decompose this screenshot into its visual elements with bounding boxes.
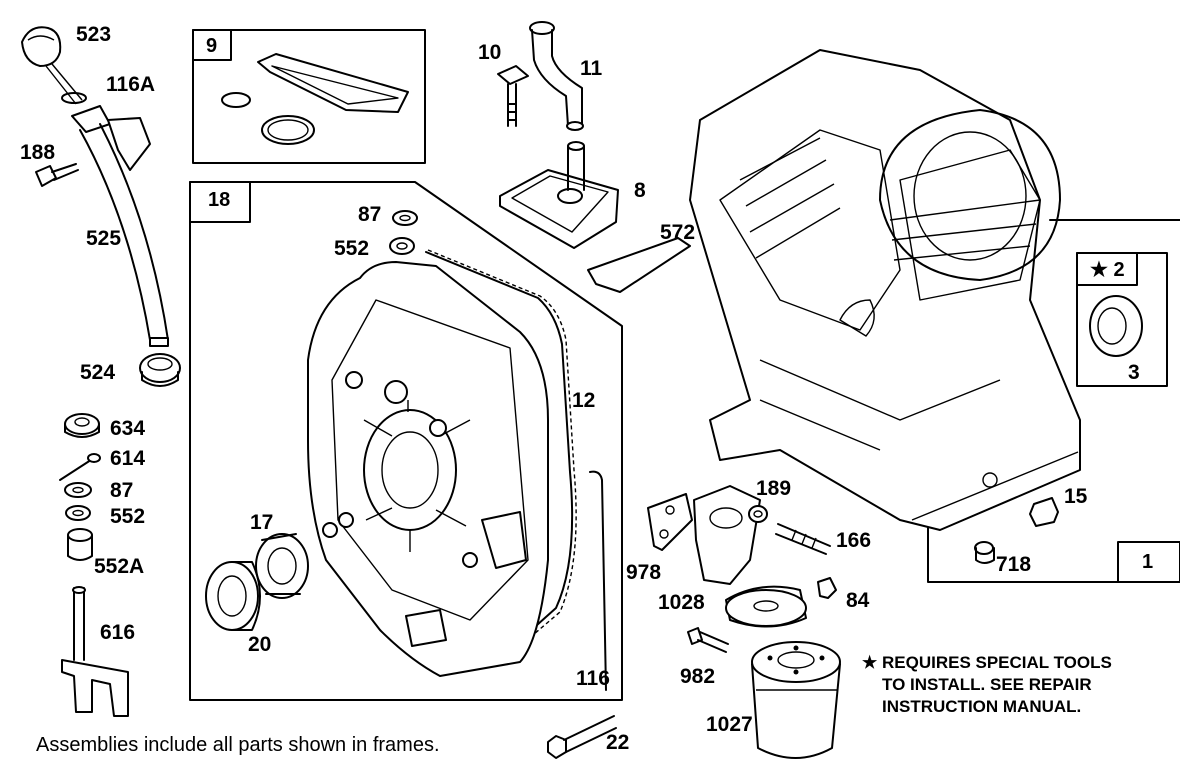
label-572: 572: [660, 221, 696, 244]
stud-166: [775, 523, 831, 555]
label-8: 8: [634, 179, 646, 202]
breather-tube-11: [529, 21, 584, 131]
label-15: 15: [1064, 485, 1088, 508]
crankcase-cover: [307, 261, 549, 677]
label-22: 22: [606, 731, 630, 754]
frame-2-number: ★ 2: [1090, 260, 1125, 280]
label-552-top: 552: [334, 237, 370, 260]
note-line-2: TO INSTALL. SEE REPAIR: [882, 675, 1092, 694]
label-87-left: 87: [110, 479, 134, 502]
label-12: 12: [572, 389, 596, 412]
bushing-552A: [67, 528, 93, 561]
frame-18-number: 18: [208, 189, 231, 211]
bearing-17: [255, 533, 309, 599]
label-87-top: 87: [358, 203, 382, 226]
washer-87-top: [392, 210, 418, 226]
oring-116: [589, 470, 607, 691]
dipstick-cap-523: [21, 26, 83, 105]
label-189: 189: [756, 477, 792, 500]
label-616: 616: [100, 621, 136, 644]
label-20: 20: [248, 633, 272, 656]
label-524: 524: [80, 361, 116, 384]
washer-552-top: [389, 237, 415, 255]
label-10: 10: [478, 41, 502, 64]
gasket-frame-9: [221, 53, 409, 145]
label-614: 614: [110, 447, 146, 470]
label-552-left: 552: [110, 505, 146, 528]
washer-552-left: [65, 505, 91, 521]
seal-634: [64, 413, 100, 438]
gasket-978: [647, 493, 693, 551]
gasket-12: [425, 249, 577, 647]
special-tools-note: ★ REQUIRES SPECIAL TOOLS TO INSTALL. SEE…: [862, 652, 1112, 718]
note-line-3: INSTRUCTION MANUAL.: [882, 697, 1082, 716]
label-188: 188: [20, 141, 56, 164]
bolt-22: [547, 715, 617, 759]
filter-adapter-1028: [693, 485, 807, 628]
label-166: 166: [836, 529, 872, 552]
governor-shaft-616: [61, 586, 129, 717]
note-line-1: ★ REQUIRES SPECIAL TOOLS: [862, 653, 1112, 672]
plug-84: [817, 577, 837, 599]
breather-cover-8: [499, 141, 619, 249]
washer-87-left: [64, 482, 92, 498]
pin-614: [59, 453, 101, 481]
label-84: 84: [846, 589, 870, 612]
label-116A: 116A: [106, 73, 156, 96]
star-icon: ★: [1090, 259, 1108, 281]
washer-189: [748, 505, 768, 523]
label-3: 3: [1128, 361, 1140, 384]
frame-18-box: [189, 181, 623, 701]
reed-plate-572: [587, 237, 691, 293]
screw-982: [687, 627, 729, 653]
frame-1-number: 1: [1142, 551, 1154, 573]
frame-9-box: [192, 29, 426, 164]
label-17: 17: [250, 511, 274, 534]
plug-15: [1029, 497, 1059, 527]
o-ring-116A: [61, 92, 87, 104]
cylinder-block: [689, 49, 1081, 531]
bolt-188: [35, 163, 79, 187]
label-1027: 1027: [706, 713, 753, 736]
oil-filter-1027: [751, 641, 841, 759]
label-116: 116: [576, 667, 610, 690]
screw-10: [497, 65, 529, 127]
seal-3: [1089, 295, 1143, 357]
grommet-524: [139, 353, 181, 387]
bushing-718: [974, 541, 995, 564]
footer-caption: Assemblies include all parts shown in fr…: [36, 734, 440, 756]
label-552A: 552A: [94, 555, 145, 578]
label-634: 634: [110, 417, 146, 440]
label-11: 11: [580, 57, 603, 80]
star-icon: ★: [862, 653, 878, 672]
label-978: 978: [626, 561, 662, 584]
label-982: 982: [680, 665, 716, 688]
frame-2-digit: 2: [1113, 259, 1125, 281]
dipstick-tube-525: [71, 105, 169, 347]
label-1028: 1028: [658, 591, 705, 614]
frame-9-number: 9: [206, 35, 218, 57]
frame-2-box: [1076, 252, 1168, 387]
label-523: 523: [76, 23, 112, 46]
frame-1-box: [927, 219, 1180, 583]
seal-20: [205, 561, 261, 631]
label-525: 525: [86, 227, 122, 250]
label-718: 718: [996, 553, 1032, 576]
